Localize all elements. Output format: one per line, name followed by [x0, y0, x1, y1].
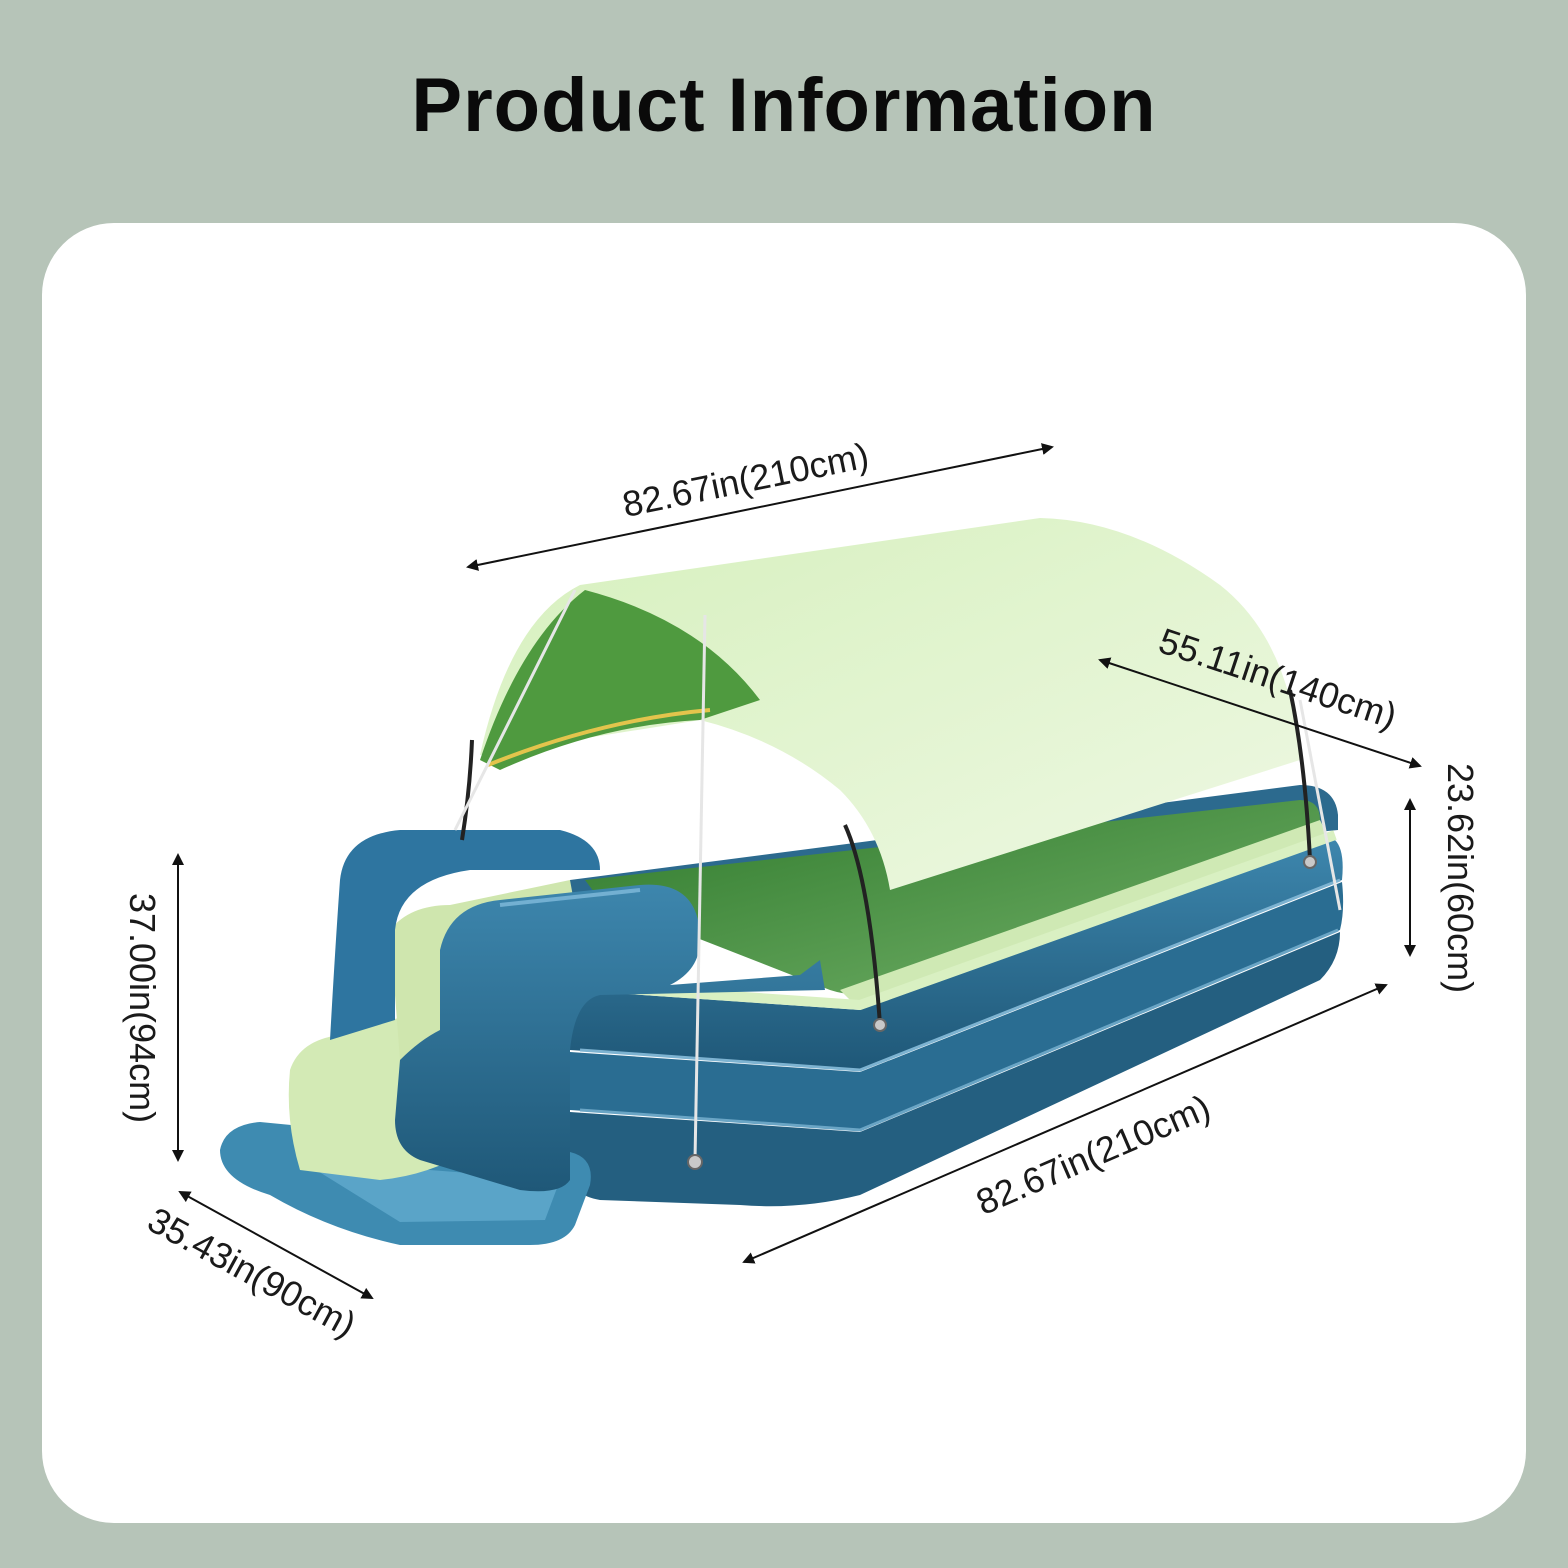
page-title: Product Information — [411, 63, 1157, 148]
slide-illustration — [220, 830, 825, 1245]
dimension-arrows — [172, 443, 1422, 1299]
canopy-length-label: 82.67in(210cm) — [619, 435, 872, 525]
pool-height-label: 23.62in(60cm) — [1440, 763, 1481, 993]
slide-height-label: 37.00in(94cm) — [122, 893, 163, 1123]
canopy-illustration — [453, 518, 1342, 1170]
